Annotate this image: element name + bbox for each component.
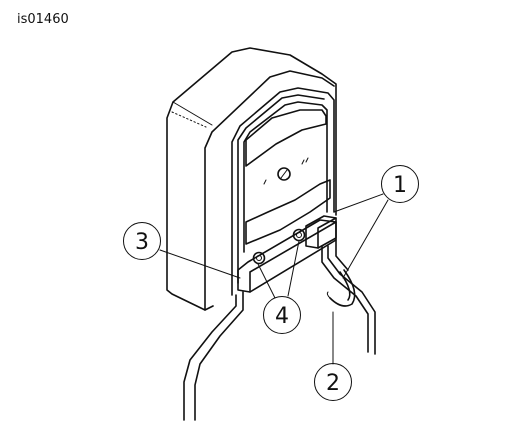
- callout-2-label: 2: [326, 371, 340, 396]
- tubing: [183, 239, 376, 421]
- callout-2: 2: [314, 363, 352, 401]
- figure-id-label: is01460: [17, 12, 69, 27]
- callout-3: 3: [123, 222, 161, 260]
- callout-4-label: 4: [275, 304, 289, 329]
- mounting-plate: [237, 215, 337, 293]
- callout-3-label: 3: [135, 230, 149, 255]
- callout-1-label: 1: [393, 173, 407, 198]
- leader-lines: [159, 193, 389, 365]
- rotor-assembly: [245, 109, 331, 245]
- screw-left: [252, 251, 266, 265]
- callout-4: 4: [263, 296, 301, 334]
- pump-housing: [166, 47, 337, 311]
- callout-1: 1: [381, 165, 419, 203]
